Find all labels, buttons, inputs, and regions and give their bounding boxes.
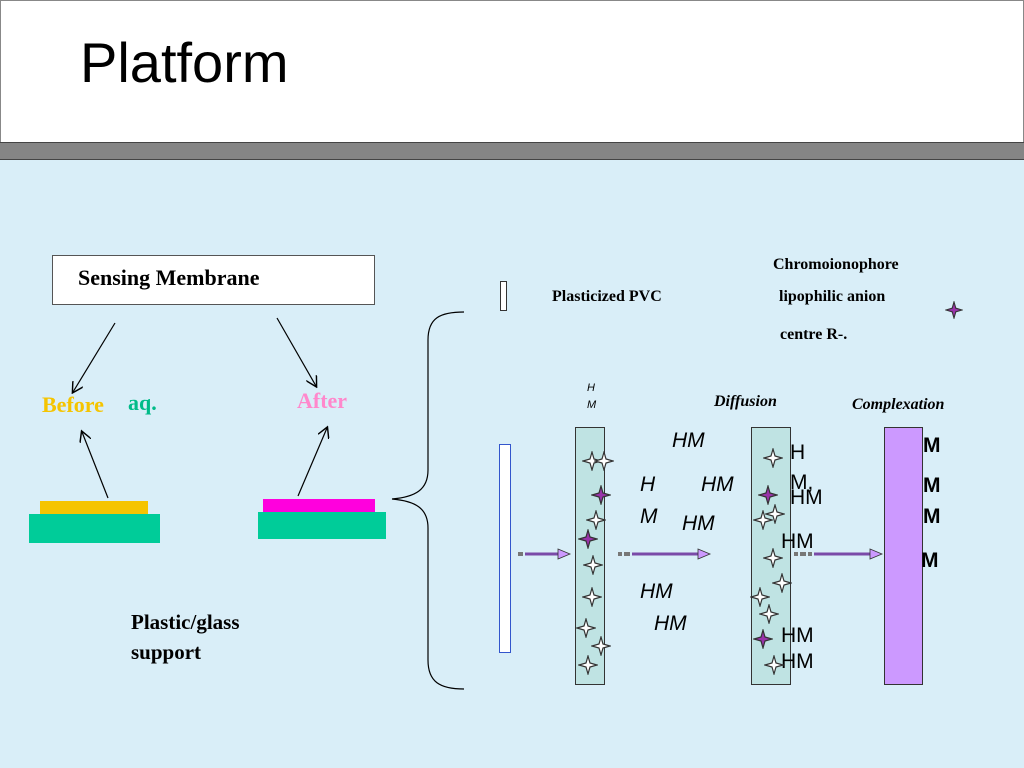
- lipophilic-anion-icon: [945, 301, 963, 319]
- membrane-stage-3-complexed: [884, 427, 923, 685]
- hm-label: HM: [781, 650, 814, 673]
- header-divider-bar: [0, 142, 1024, 160]
- sensing-membrane-label: Sensing Membrane: [78, 265, 260, 290]
- hm-label: HM: [654, 612, 687, 635]
- after-label: After: [297, 388, 348, 413]
- complexed-m-label: M: [921, 549, 939, 572]
- after-sensing-layer: [263, 499, 375, 512]
- title-area: [0, 0, 1024, 143]
- hm-label-h: H: [790, 441, 806, 464]
- before-substrate: [29, 514, 160, 543]
- complexed-m-label: M: [923, 474, 941, 497]
- before-sensing-layer: [40, 501, 148, 514]
- support-label-line2: support: [131, 640, 202, 664]
- hm-label: HM: [672, 429, 705, 452]
- aq-label: aq.: [128, 390, 157, 415]
- support-label-line1: Plastic/glass: [131, 610, 240, 634]
- before-label: Before: [42, 392, 104, 417]
- flow-arrow-1: [518, 548, 572, 560]
- pvc-legend-symbol: [500, 281, 507, 311]
- after-substrate: [258, 512, 386, 539]
- hm-label: HM: [640, 580, 673, 603]
- membrane-1-stars: [576, 451, 614, 675]
- hm-label: HM: [682, 512, 715, 535]
- hm-label: HM: [701, 473, 734, 496]
- hm-label-small-h: H: [587, 382, 595, 394]
- hm-label-partial: M,: [790, 471, 814, 494]
- page-title: Platform: [80, 31, 289, 94]
- hm-label-h: H: [640, 473, 656, 496]
- diffusion-label: Diffusion: [714, 393, 777, 410]
- plasticized-pvc-label: Plasticized PVC: [552, 288, 662, 305]
- arrow-layer-to-after: [297, 428, 327, 497]
- flow-arrow-2: [618, 548, 712, 560]
- hm-label: HM: [781, 530, 814, 553]
- complexed-m-label: M: [923, 434, 941, 457]
- sensing-membrane-box: [52, 255, 375, 305]
- hm-label: HM: [781, 624, 814, 647]
- complexed-m-label: M: [923, 505, 941, 528]
- centre-label: centre R-.: [780, 326, 848, 343]
- arrow-layer-to-before: [82, 432, 109, 499]
- complexation-label: Complexation: [852, 396, 945, 413]
- pvc-membrane-bar: [499, 444, 511, 653]
- hm-label-small-m: M: [587, 399, 597, 411]
- flow-arrow-3: [794, 548, 884, 560]
- hm-label: HM: [790, 486, 823, 509]
- curly-brace: [391, 311, 465, 690]
- lipophilic-anion-label: lipophilic anion: [779, 288, 886, 305]
- chromoionophore-label: Chromoionophore: [773, 256, 899, 273]
- arrow-to-after: [276, 317, 316, 386]
- membrane-2-stars: [750, 448, 792, 675]
- arrow-to-before: [73, 322, 116, 392]
- hm-label-m: M: [640, 505, 658, 528]
